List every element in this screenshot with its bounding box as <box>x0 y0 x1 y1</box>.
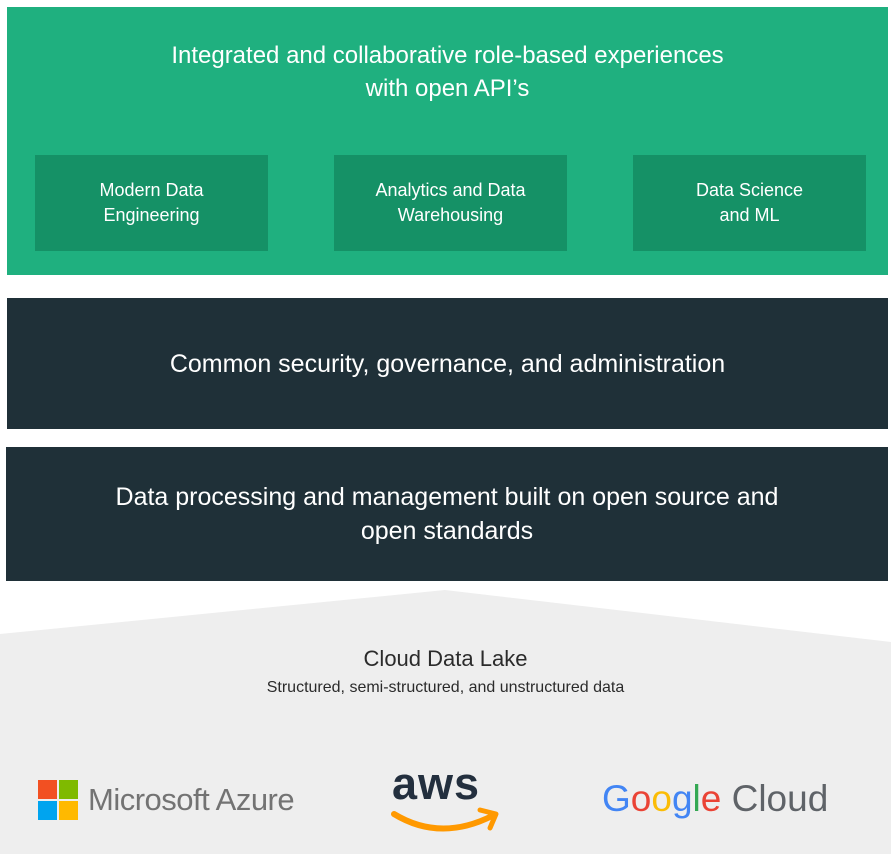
experience-layer: Integrated and collaborative role-based … <box>7 7 888 275</box>
card-label: Data Science and ML <box>695 180 804 225</box>
aws-logo: aws <box>388 758 508 838</box>
azure-wordmark: Microsoft Azure <box>88 782 295 817</box>
lake-subtitle: Structured, semi-structured, and unstruc… <box>266 679 625 696</box>
processing-layer: Data processing and management built on … <box>6 447 888 581</box>
aws-wordmark: aws <box>392 758 481 809</box>
google-letter: e <box>700 778 722 819</box>
google-cloud-logo: Google Cloud <box>602 776 862 824</box>
card-analytics-data-warehousing: Analytics and Data Warehousing <box>334 155 567 251</box>
google-letter: G <box>602 778 631 819</box>
data-lake-shape <box>0 590 891 854</box>
card-label: Modern Data Engineering <box>99 180 204 225</box>
microsoft-icon <box>38 780 78 820</box>
experience-title: Integrated and collaborative role-based … <box>171 42 724 102</box>
card-label: Analytics and Data Warehousing <box>375 180 526 225</box>
security-layer: Common security, governance, and adminis… <box>7 298 888 429</box>
google-letter: g <box>671 778 693 819</box>
microsoft-azure-logo: Microsoft Azure <box>38 778 328 822</box>
aws-smile-icon <box>391 807 499 832</box>
lake-title: Cloud Data Lake <box>363 646 528 671</box>
card-modern-data-engineering: Modern Data Engineering <box>35 155 268 251</box>
security-label: Common security, governance, and adminis… <box>169 349 726 378</box>
processing-label: Data processing and management built on … <box>115 483 779 545</box>
google-letter: l <box>692 778 701 819</box>
google-cloud-suffix: Cloud <box>721 778 829 819</box>
google-letter: o <box>651 778 672 819</box>
card-data-science-ml: Data Science and ML <box>633 155 866 251</box>
google-letter: o <box>630 778 652 819</box>
